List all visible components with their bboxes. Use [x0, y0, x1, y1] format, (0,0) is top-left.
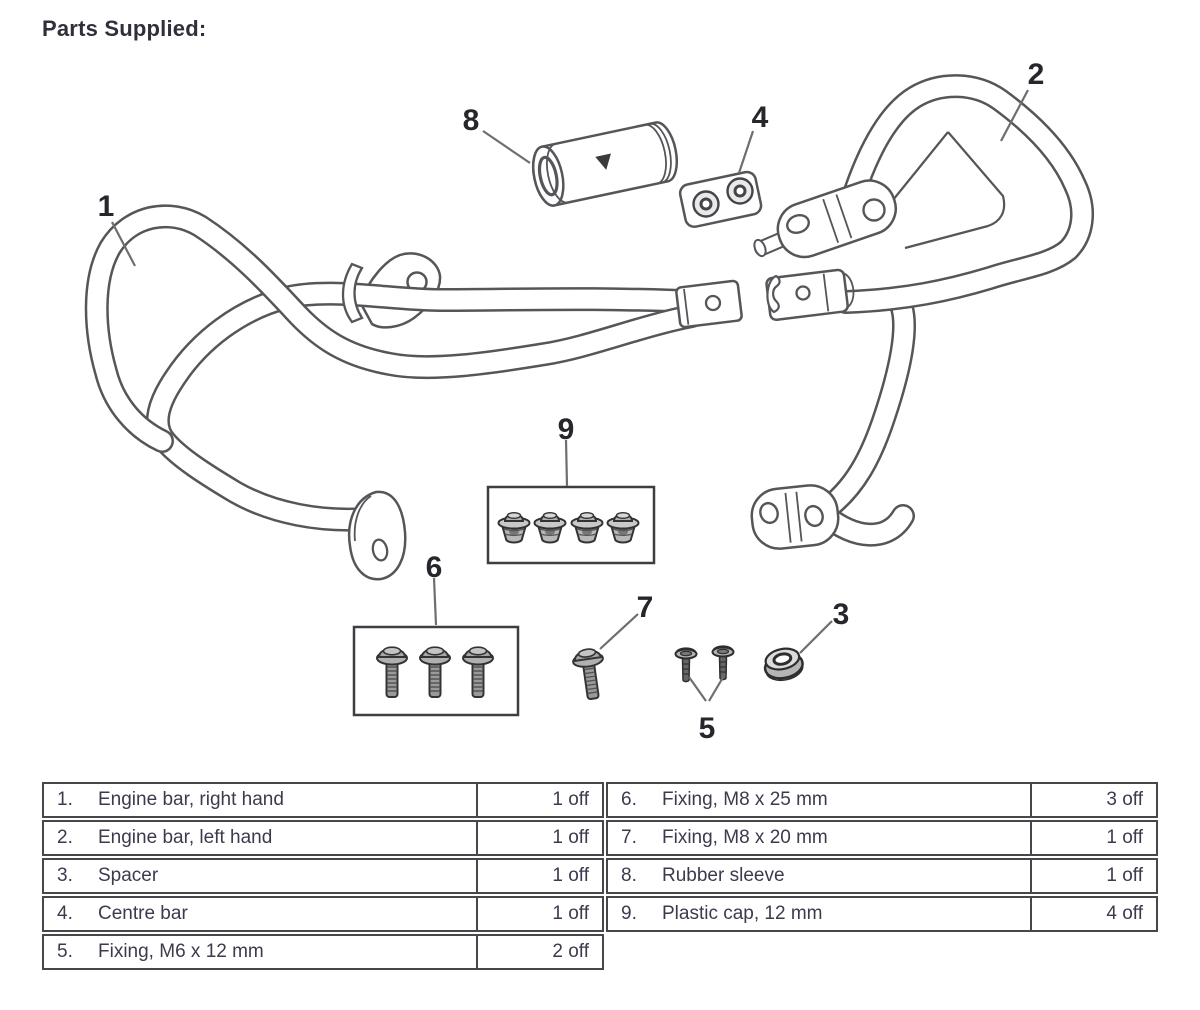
part-description: Fixing, M8 x 20 mm — [662, 827, 828, 848]
callout-4: 4 — [752, 101, 769, 134]
part-number: 2. — [57, 827, 73, 848]
part-number: 7. — [621, 827, 637, 848]
part-description: Fixing, M8 x 25 mm — [662, 789, 828, 810]
fixing-bolts-box — [352, 625, 520, 717]
part-number: 5. — [57, 941, 73, 962]
part-number: 6. — [621, 789, 637, 810]
table-row: 4. Centre bar 1 off — [42, 896, 604, 932]
table-row: 8. Rubber sleeve 1 off — [606, 858, 1158, 894]
part-number: 9. — [621, 903, 637, 924]
part-description: Centre bar — [98, 903, 188, 924]
part-quantity: 1 off — [476, 898, 602, 930]
part-quantity: 4 off — [1030, 898, 1156, 930]
part-number: 3. — [57, 865, 73, 886]
engine-bar-right-illustration — [84, 204, 743, 581]
parts-table-left: 1. Engine bar, right hand 1 off 2. Engin… — [42, 782, 604, 972]
part-description: Engine bar, left hand — [98, 827, 273, 848]
part-description: Spacer — [98, 865, 159, 886]
part-number: 8. — [621, 865, 637, 886]
part-description: Plastic cap, 12 mm — [662, 903, 823, 924]
callout-9: 9 — [558, 413, 575, 446]
part-description: Fixing, M6 x 12 mm — [98, 941, 264, 962]
part-quantity: 1 off — [476, 860, 602, 892]
fixing-bolt-m8x20 — [570, 646, 610, 702]
callout-6: 6 — [426, 551, 443, 584]
table-row: 6. Fixing, M8 x 25 mm 3 off — [606, 782, 1158, 818]
table-row: 3. Spacer 1 off — [42, 858, 604, 894]
parts-table-right: 6. Fixing, M8 x 25 mm 3 off 7. Fixing, M… — [606, 782, 1158, 934]
callout-7: 7 — [637, 591, 654, 624]
part-quantity: 2 off — [476, 936, 602, 968]
engine-bar-left-illustration — [750, 74, 1094, 550]
triumph-triangle-logo — [595, 153, 611, 170]
part-description: Engine bar, right hand — [98, 789, 284, 810]
part-quantity: 1 off — [476, 784, 602, 816]
part-quantity: 3 off — [1030, 784, 1156, 816]
part-description: Rubber sleeve — [662, 865, 785, 886]
table-row: 5. Fixing, M6 x 12 mm 2 off — [42, 934, 604, 970]
callout-numbers: 1 2 8 4 9 6 7 5 3 — [98, 58, 1045, 745]
part-number: 1. — [57, 789, 73, 810]
centre-bar-illustration — [678, 170, 763, 228]
plastic-caps-box — [486, 485, 656, 565]
table-row: 9. Plastic cap, 12 mm 4 off — [606, 896, 1158, 932]
rubber-sleeve-illustration — [531, 121, 679, 207]
part-number: 4. — [57, 903, 73, 924]
leader-lines — [111, 89, 1029, 702]
table-row: 1. Engine bar, right hand 1 off — [42, 782, 604, 818]
table-row: 2. Engine bar, left hand 1 off — [42, 820, 604, 856]
part-quantity: 1 off — [476, 822, 602, 854]
table-row: 7. Fixing, M8 x 20 mm 1 off — [606, 820, 1158, 856]
page-title: Parts Supplied: — [42, 16, 207, 41]
callout-5: 5 — [699, 712, 716, 745]
callout-1: 1 — [98, 190, 115, 223]
callout-3: 3 — [833, 598, 850, 631]
spacer-illustration — [763, 647, 804, 682]
callout-8: 8 — [463, 104, 480, 137]
callout-2: 2 — [1028, 58, 1045, 91]
part-quantity: 1 off — [1030, 822, 1156, 854]
part-quantity: 1 off — [1030, 860, 1156, 892]
parts-diagram: 1 2 8 4 9 6 7 5 3 — [84, 58, 1094, 745]
